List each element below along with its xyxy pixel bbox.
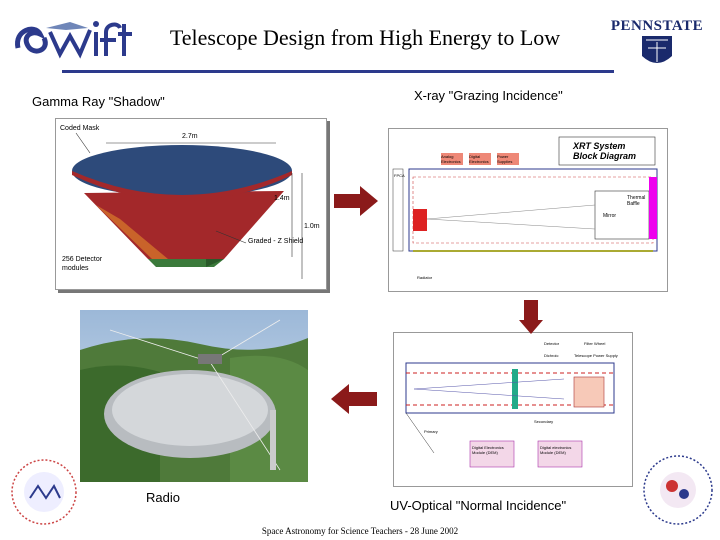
filter-wheel-label: Filter Wheel	[584, 341, 605, 346]
dichroic-label: Dichroic	[544, 353, 558, 358]
arrow-down-icon	[519, 300, 543, 334]
uv-optical-diagram: Detector Filter Wheel Dichroic Telescope…	[393, 332, 633, 487]
height-dimension-label: 1.4m	[274, 195, 290, 202]
secondary-label: Secondary	[534, 419, 553, 424]
pennstate-wordmark: PENNSTATE	[608, 18, 706, 35]
xrt-title-2: Block Diagram	[573, 151, 636, 161]
power-label: Power Supplies	[497, 154, 519, 164]
coded-mask-label: Coded Mask	[60, 125, 99, 132]
telescope-power-label: Telescope Power Supply	[574, 353, 618, 358]
xray-caption: X-ray "Grazing Incidence"	[414, 88, 563, 103]
height-dimension-label-2: 1.0m	[304, 223, 320, 230]
arecibo-radio-telescope-photo	[80, 310, 308, 482]
baffle-label: Thermal Baffle	[627, 195, 649, 207]
width-dimension-label: 2.7m	[182, 133, 198, 140]
analog-label: Analog Electronics	[441, 154, 463, 164]
radiator-label: Radiator	[417, 275, 432, 280]
arrow-right-icon	[334, 186, 378, 216]
fpca-label: FPCA	[394, 173, 405, 178]
uv-detector-label: Detector	[544, 341, 559, 346]
shield-label: Graded - Z Shield	[248, 237, 308, 246]
digital-label: Digital Electronics	[469, 154, 491, 164]
arrow-left-icon	[331, 384, 377, 414]
detector-label: 256 Detector modules	[62, 255, 126, 273]
science-logo	[640, 448, 716, 532]
swift-logo	[10, 10, 135, 70]
title-underline	[62, 70, 614, 73]
primary-label: Primary	[424, 429, 438, 434]
dem-box-2-label: Digital electronics Module (DEM)	[540, 445, 580, 455]
xray-diagram: XRT System Block Diagram Analog Electron…	[388, 128, 668, 292]
xrt-title-1: XRT System	[573, 141, 625, 151]
mirror-label: Mirror	[603, 213, 616, 219]
uv-optical-caption: UV-Optical "Normal Incidence"	[390, 498, 566, 513]
footer-text: Space Astronomy for Science Teachers - 2…	[240, 526, 480, 536]
uvot-logo	[8, 452, 80, 532]
gamma-ray-caption: Gamma Ray "Shadow"	[32, 94, 165, 109]
page-title: Telescope Design from High Energy to Low	[140, 25, 590, 51]
gamma-ray-diagram: Coded Mask 2.7m 1.4m 1.0m Graded - Z Shi…	[55, 118, 327, 290]
dem-box-1-label: Digital Electronics Module (DEM)	[472, 445, 512, 455]
radio-caption: Radio	[146, 490, 180, 505]
